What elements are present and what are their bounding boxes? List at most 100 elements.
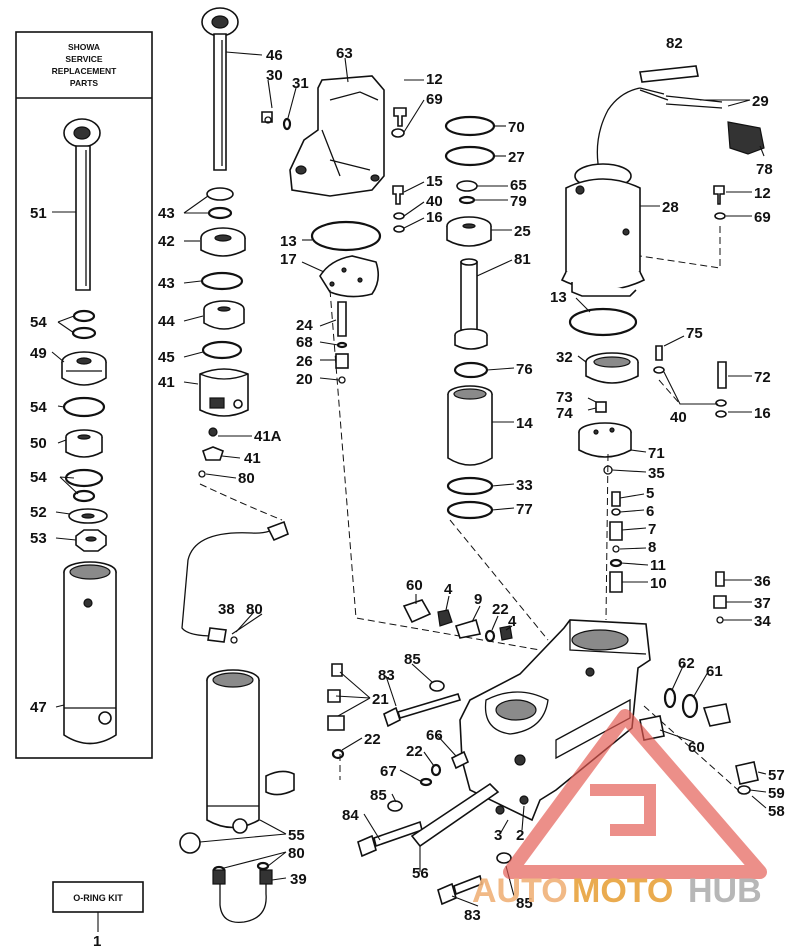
callout-44: 44 [158, 313, 175, 330]
hose-39 [212, 869, 273, 924]
watermark-auto: AUTO [472, 872, 568, 910]
callout-25: 25 [514, 223, 531, 240]
callout-76: 76 [516, 361, 533, 378]
callout-4: 4 [508, 613, 517, 630]
piston-81 [454, 258, 488, 350]
callout-43: 43 [158, 275, 175, 292]
callout-55: 55 [288, 827, 305, 844]
check-41A [208, 427, 218, 437]
callout-79: 79 [510, 193, 527, 210]
callout-10: 10 [650, 575, 667, 592]
callout-82: 82 [666, 35, 683, 52]
callout-30: 30 [266, 67, 283, 84]
callout-80: 80 [288, 845, 305, 862]
pump-71 [578, 422, 632, 458]
callout-52: 52 [30, 504, 47, 521]
callout-16: 16 [426, 209, 443, 226]
oring-54-top [72, 309, 96, 323]
callout-50: 50 [30, 435, 47, 452]
callout-41A: 41A [254, 428, 282, 445]
hose-38 [181, 520, 289, 644]
callout-78: 78 [756, 161, 773, 178]
callout-14: 14 [516, 415, 533, 432]
gland-nut-49 [61, 351, 107, 386]
oring-54-d [64, 468, 104, 488]
callout-61: 61 [706, 663, 723, 680]
callout-2: 2 [516, 827, 524, 844]
callout-65: 65 [510, 177, 527, 194]
oring-54-c [62, 396, 106, 418]
callout-42: 42 [158, 233, 175, 250]
callout-37: 37 [754, 595, 771, 612]
leader-lines [51, 51, 767, 907]
callout-22: 22 [364, 731, 381, 748]
oring-45 [201, 340, 243, 360]
valve-25 [446, 216, 492, 247]
callout-84: 84 [342, 807, 359, 824]
callout-83: 83 [464, 907, 481, 924]
callout-72: 72 [754, 369, 771, 386]
callout-12: 12 [426, 71, 443, 88]
oring-13-a [310, 220, 382, 252]
callout-74: 74 [556, 405, 573, 422]
oring-43-a [207, 206, 233, 220]
oring-27 [444, 145, 496, 167]
callout-36: 36 [754, 573, 771, 590]
callout-75: 75 [686, 325, 703, 342]
callout-15: 15 [426, 173, 443, 190]
callout-21: 21 [372, 691, 389, 708]
callout-60: 60 [406, 577, 423, 594]
piston-44 [203, 300, 245, 330]
callout-83: 83 [378, 667, 395, 684]
watermark-moto: MOTO [572, 872, 673, 910]
callout-77: 77 [516, 501, 533, 518]
callout-54: 54 [30, 399, 47, 416]
showa-line-1: SHOWA [68, 42, 100, 52]
callout-40: 40 [426, 193, 443, 210]
showa-line-4: PARTS [70, 78, 99, 88]
showa-line-3: REPLACEMENT [52, 66, 118, 76]
piston-rod-51 [63, 118, 101, 291]
callout-46: 46 [266, 47, 283, 64]
callout-39: 39 [290, 871, 307, 888]
callout-11: 11 [650, 557, 666, 574]
sleeve-82 [639, 65, 699, 83]
callout-26: 26 [296, 353, 313, 370]
callout-20: 20 [296, 371, 313, 388]
callout-35: 35 [648, 465, 665, 482]
callout-69: 69 [426, 91, 443, 108]
callout-54: 54 [30, 314, 47, 331]
manifold-41 [199, 368, 249, 417]
callout-22: 22 [492, 601, 509, 618]
bushing-55 [179, 770, 295, 854]
callout-6: 6 [646, 503, 654, 520]
watermark-hub: HUB [688, 872, 762, 910]
reservoir-32 [585, 352, 639, 384]
callout-66: 66 [426, 727, 443, 744]
callout-85: 85 [370, 787, 387, 804]
callout-81: 81 [514, 251, 531, 268]
callout-69: 69 [754, 209, 771, 226]
oring-13-b [568, 307, 638, 337]
callout-56: 56 [412, 865, 429, 882]
callout-17: 17 [280, 251, 297, 268]
callout-43: 43 [158, 205, 175, 222]
callout-58: 58 [768, 803, 785, 820]
callout-80: 80 [246, 601, 263, 618]
housing-body [459, 619, 651, 822]
valve-60-left [402, 599, 453, 627]
callout-22: 22 [406, 743, 423, 760]
callout-7: 7 [648, 521, 656, 538]
motor-28 [560, 87, 669, 297]
piston-50 [65, 429, 103, 458]
callout-4: 4 [444, 581, 453, 598]
reservoir-cover-63 [289, 75, 385, 197]
callout-13: 13 [280, 233, 297, 250]
callout-51: 51 [30, 205, 47, 222]
callout-12: 12 [754, 185, 771, 202]
callout-63: 63 [336, 45, 353, 62]
connector-78 [727, 121, 765, 155]
callout-13: 13 [550, 289, 567, 306]
callout-41: 41 [244, 450, 261, 467]
callout-71: 71 [648, 445, 665, 462]
